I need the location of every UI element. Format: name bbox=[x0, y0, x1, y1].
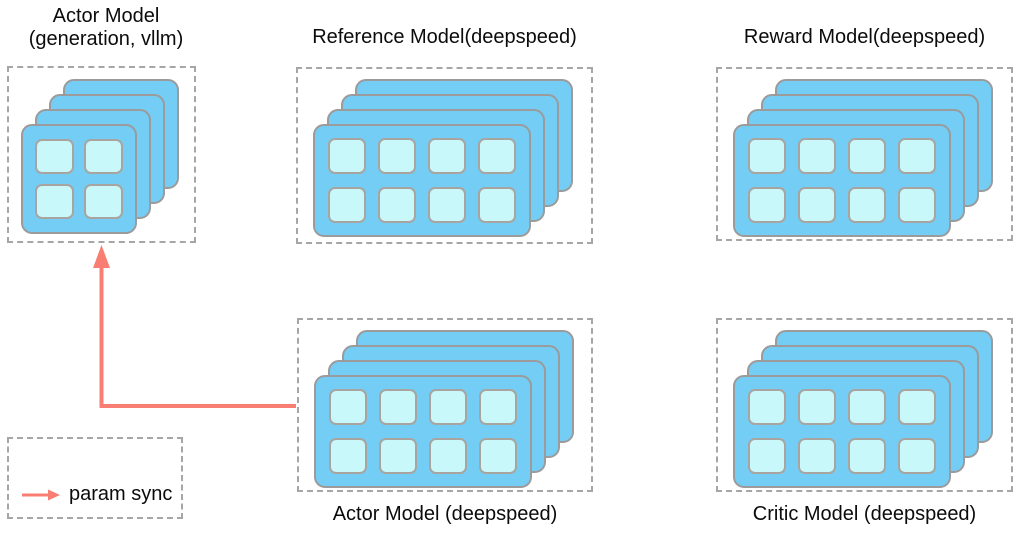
gpu-cell bbox=[748, 138, 786, 174]
gpu-cell bbox=[748, 389, 786, 425]
gpu-cell bbox=[329, 438, 367, 474]
gpu-card bbox=[733, 375, 951, 488]
node-title-critic: Critic Model (deepspeed) bbox=[752, 503, 977, 525]
gpu-card bbox=[313, 124, 531, 237]
gpu-cell bbox=[84, 184, 123, 219]
legend-box: param sync bbox=[7, 437, 183, 519]
param-sync-arrow-icon bbox=[22, 489, 60, 500]
gpu-cell bbox=[478, 187, 516, 223]
gpu-card bbox=[21, 124, 137, 234]
gpu-cell bbox=[378, 187, 416, 223]
gpu-cell bbox=[848, 389, 886, 425]
legend-label: param sync bbox=[69, 483, 173, 505]
gpu-stack-actor-deepspeed bbox=[299, 320, 591, 490]
gpu-cell bbox=[898, 138, 936, 174]
node-box-reward bbox=[716, 67, 1013, 241]
node-box-reference bbox=[296, 67, 593, 244]
gpu-cell bbox=[429, 438, 467, 474]
gpu-cell bbox=[479, 389, 517, 425]
gpu-cell bbox=[478, 138, 516, 174]
gpu-stack-critic bbox=[718, 320, 1011, 490]
gpu-cell bbox=[379, 438, 417, 474]
gpu-cell bbox=[898, 389, 936, 425]
node-box-actor-vllm bbox=[7, 66, 196, 243]
gpu-stack-reward bbox=[718, 69, 1011, 239]
node-title-line-2: (generation, vllm) bbox=[28, 28, 184, 50]
gpu-cell bbox=[428, 138, 466, 174]
gpu-cell bbox=[848, 187, 886, 223]
gpu-cell bbox=[798, 187, 836, 223]
gpu-cell bbox=[798, 438, 836, 474]
gpu-cell bbox=[328, 187, 366, 223]
gpu-cell bbox=[898, 438, 936, 474]
gpu-cell bbox=[429, 389, 467, 425]
gpu-cell bbox=[35, 139, 74, 174]
node-title-reward: Reward Model(deepspeed) bbox=[743, 26, 986, 48]
legend-row: param sync bbox=[21, 483, 172, 506]
gpu-cell bbox=[798, 138, 836, 174]
gpu-cell bbox=[848, 138, 886, 174]
node-title-line-1: Actor Model bbox=[52, 5, 160, 27]
gpu-cell bbox=[328, 138, 366, 174]
gpu-cell bbox=[848, 438, 886, 474]
gpu-cell bbox=[379, 389, 417, 425]
gpu-cell bbox=[748, 187, 786, 223]
gpu-cell bbox=[84, 139, 123, 174]
gpu-cell bbox=[428, 187, 466, 223]
gpu-card bbox=[314, 375, 532, 488]
gpu-card bbox=[733, 124, 951, 237]
gpu-cell bbox=[329, 389, 367, 425]
node-title-actor-vllm: Actor Model (generation, vllm) bbox=[0, 5, 212, 51]
node-box-actor-deepspeed bbox=[297, 318, 593, 492]
gpu-cell bbox=[748, 438, 786, 474]
node-title-actor-deepspeed: Actor Model (deepspeed) bbox=[332, 503, 558, 525]
gpu-cell bbox=[898, 187, 936, 223]
gpu-stack-actor-vllm bbox=[9, 68, 194, 241]
gpu-stack-reference bbox=[298, 69, 591, 242]
gpu-cell bbox=[35, 184, 74, 219]
gpu-cell bbox=[479, 438, 517, 474]
gpu-cell bbox=[798, 389, 836, 425]
node-title-reference: Reference Model(deepspeed) bbox=[312, 26, 577, 48]
gpu-cell bbox=[378, 138, 416, 174]
node-box-critic bbox=[716, 318, 1013, 492]
